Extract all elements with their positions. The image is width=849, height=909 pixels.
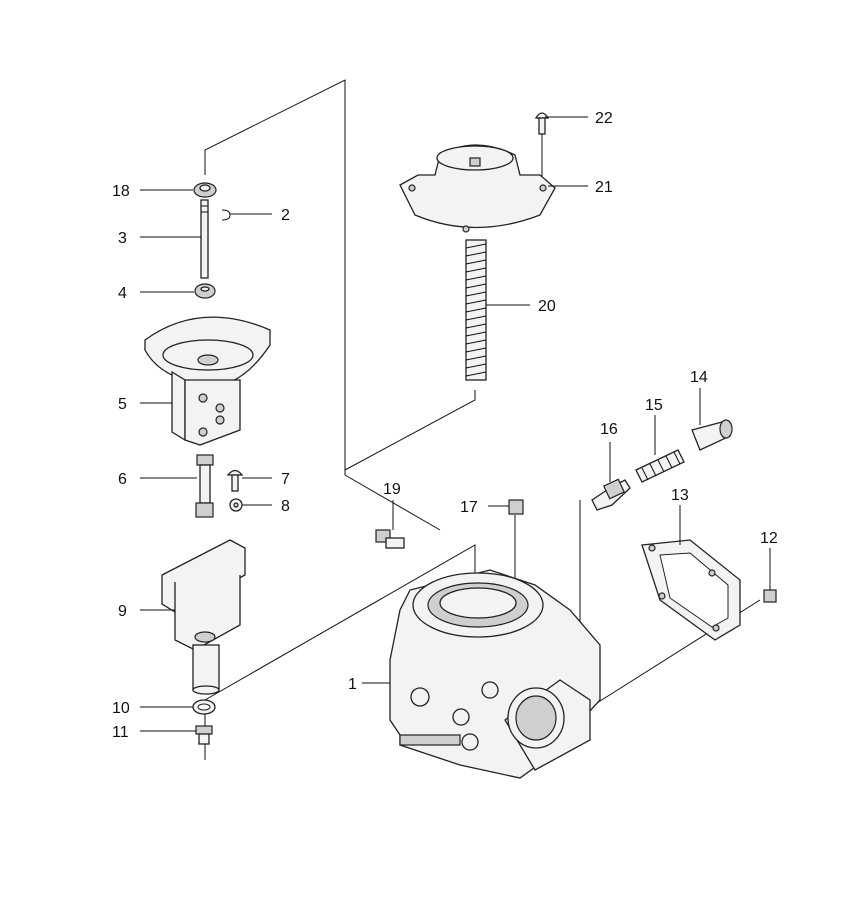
callout-10: 10 [112,700,130,717]
callout-18: 18 [112,183,130,200]
callout-19: 19 [383,481,401,498]
callout-21: 21 [595,179,613,196]
part-pilot-jet [195,725,213,745]
part-jet-holder [161,539,246,695]
callout-1: 1 [348,676,357,693]
part-lock-washer [229,498,243,512]
callout-4: 4 [118,285,127,302]
part-needle [200,199,209,279]
part-gasket [641,539,741,641]
callout-22: 22 [595,110,613,127]
part-carburetor-body [389,569,601,779]
callout-14: 14 [690,369,708,386]
part-clip [221,209,231,221]
callout-13: 13 [671,487,689,504]
callout-7: 7 [281,471,290,488]
callout-12: 12 [760,530,778,547]
callout-11: 11 [112,724,129,741]
part-cover-screw [763,589,777,603]
callout-6: 6 [118,471,127,488]
part-fitting-top [508,499,524,515]
part-needle-jet [195,454,214,518]
part-pilot-screw [591,478,631,511]
part-diaphragm-piston [144,316,271,446]
part-o-ring [192,699,216,715]
part-small-spring [635,449,685,483]
callout-2: 2 [281,207,290,224]
part-washer [194,283,216,299]
callout-9: 9 [118,603,127,620]
callout-17: 17 [460,499,478,516]
part-plug [691,419,733,451]
part-fitting-left [375,529,405,549]
part-cap-nut [193,182,217,198]
callout-20: 20 [538,298,556,315]
callout-16: 16 [600,421,618,438]
callout-5: 5 [118,396,127,413]
callout-3: 3 [118,230,127,247]
part-small-screw [226,469,244,492]
callout-labels: 1 2 3 4 5 6 7 8 9 10 11 12 13 14 15 16 1… [112,110,778,741]
callout-15: 15 [645,397,663,414]
leader-lines [140,116,771,732]
part-screw-top [534,112,550,180]
callout-8: 8 [281,498,290,515]
part-top-cover [399,144,556,233]
part-spring [465,239,487,381]
